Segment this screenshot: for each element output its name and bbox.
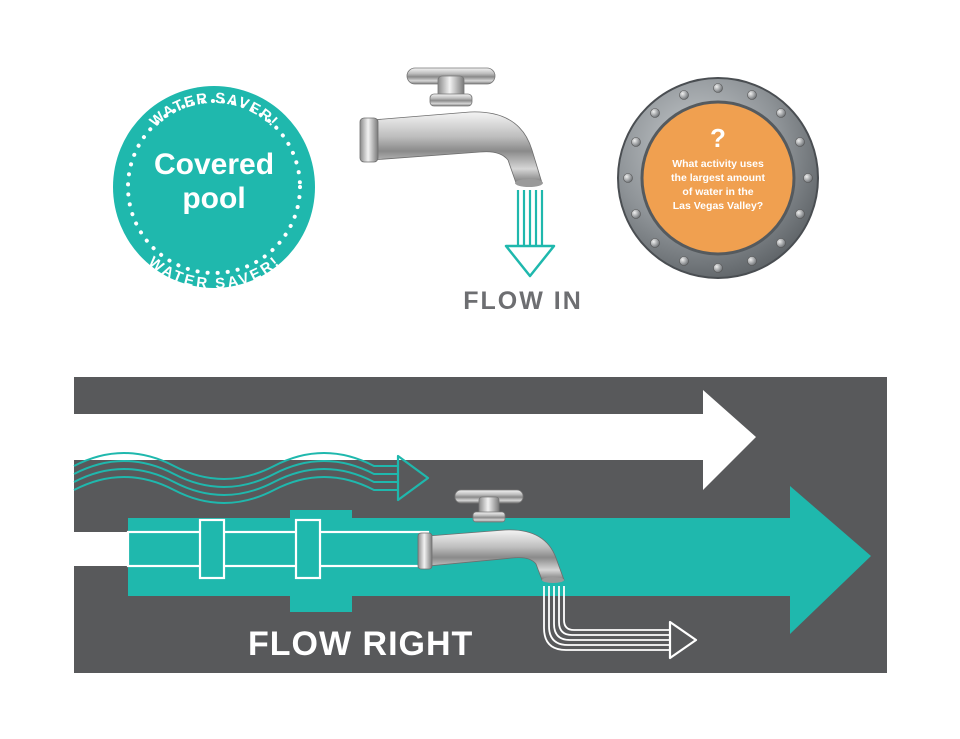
porthole: ? What activity uses the largest amount … [617,77,819,279]
pipe-icon [126,518,430,580]
flow-in-label: FLOW IN [463,287,583,315]
white-band [74,532,134,566]
flow-right-panel: FLOW RIGHT [73,377,887,673]
wave-icon [73,452,398,504]
question-mark-icon: ? [710,123,726,153]
pipe-flange-top [290,510,352,518]
question-line-2: the largest amount [671,172,765,184]
pipe-flange-bottom [290,596,352,612]
porthole-bolts [623,83,813,273]
question-line-1: What activity uses [672,158,764,170]
water-saver-badge: WATER SAVER! WATER SAVER! Covered pool [113,86,315,293]
faucet-top: FLOW IN [359,67,583,315]
faucet-icon [359,67,543,187]
arrow-down-icon [504,244,556,278]
badge-title-line1: Covered [154,148,274,181]
water-stream-down [516,190,544,246]
faucet-icon [417,489,565,583]
question-line-3: of water in the [682,186,753,198]
badge-dotted-ring [126,99,302,275]
water-stream-right [543,586,670,651]
arrow-right-icon [668,620,698,660]
question-line-4: Las Vegas Valley? [673,200,763,212]
badge-circle [113,86,315,288]
flow-right-label: FLOW RIGHT [248,625,473,663]
white-arrow-icon [74,390,756,490]
wave-arrowhead-icon [396,454,430,502]
badge-title-line2: pool [182,182,245,215]
porthole-window [640,100,796,256]
